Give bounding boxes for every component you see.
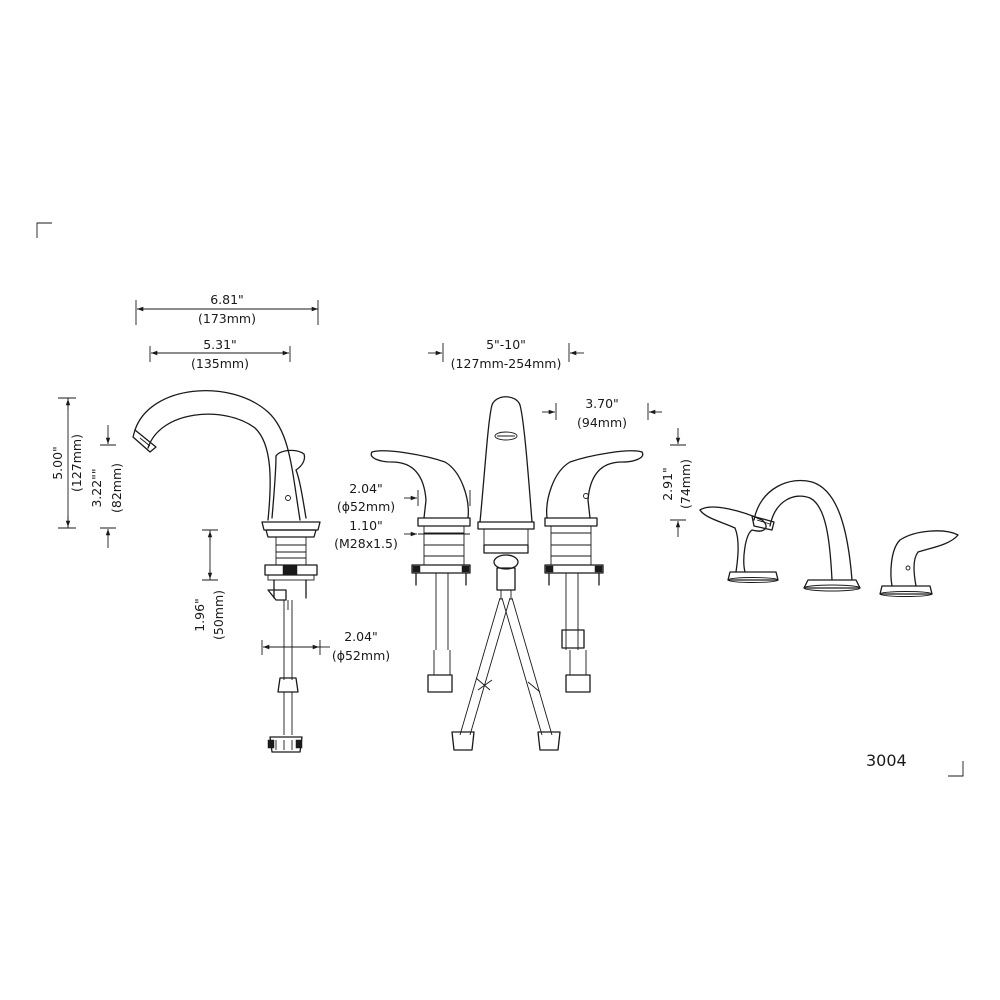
model-number: 3004 [866, 751, 907, 770]
dim-base-diameter-side-mm: (ϕ52mm) [332, 648, 390, 663]
dim-shank-length: 1.96" (50mm) [192, 529, 226, 640]
perspective-view-faucet [699, 479, 959, 597]
dim-base-diameter-front: 2.04" (ϕ52mm) [337, 481, 471, 514]
dim-thread-length: 1.10" (M28x1.5) [334, 518, 470, 551]
dim-shank-length-mm: (50mm) [211, 590, 226, 640]
dim-overall-length-mm: (173mm) [198, 311, 256, 326]
dim-spout-reach: 5.31" (135mm) [149, 337, 291, 371]
dim-center-spread-mm: (127mm-254mm) [451, 356, 562, 371]
dim-thread-length-in: 1.10" [349, 518, 383, 533]
dim-base-diameter-side-in: 2.04" [344, 629, 378, 644]
dim-base-diameter-front-in: 2.04" [349, 481, 383, 496]
dim-handle-spacing: 3.70" (94mm) [542, 396, 662, 430]
dim-handle-spacing-in: 3.70" [585, 396, 619, 411]
dim-center-spread: 5"-10" (127mm-254mm) [428, 337, 584, 371]
dim-shank-length-in: 1.96" [192, 598, 207, 632]
dim-total-height: 5.00" (127mm) [50, 397, 84, 529]
front-view-faucet [370, 396, 644, 751]
dim-thread-length-mm: (M28x1.5) [334, 536, 398, 551]
dim-spout-height: 3.22"" (82mm) [89, 425, 124, 548]
crop-mark-top-left [36, 222, 52, 238]
dim-spout-height-mm: (82mm) [109, 463, 124, 513]
dim-handle-spacing-mm: (94mm) [577, 415, 627, 430]
dim-total-height-in: 5.00" [50, 446, 65, 480]
dim-overall-length-in: 6.81" [210, 292, 244, 307]
dim-base-diameter-side: 2.04" (ϕ52mm) [261, 629, 390, 663]
dim-spout-reach-in: 5.31" [203, 337, 237, 352]
dim-total-height-mm: (127mm) [69, 434, 84, 492]
dim-base-diameter-front-mm: (ϕ52mm) [337, 499, 395, 514]
dim-handle-height-in: 2.91" [660, 467, 675, 501]
crop-mark-bottom-right [948, 761, 964, 777]
dim-spout-reach-mm: (135mm) [191, 356, 249, 371]
dim-overall-length: 6.81" (173mm) [135, 292, 319, 326]
dim-handle-height-mm: (74mm) [678, 459, 693, 509]
dim-center-spread-in: 5"-10" [486, 337, 526, 352]
dim-handle-height: 2.91" (74mm) [660, 428, 693, 537]
side-view-faucet [132, 389, 321, 753]
dim-spout-height-in: 3.22"" [89, 468, 104, 507]
